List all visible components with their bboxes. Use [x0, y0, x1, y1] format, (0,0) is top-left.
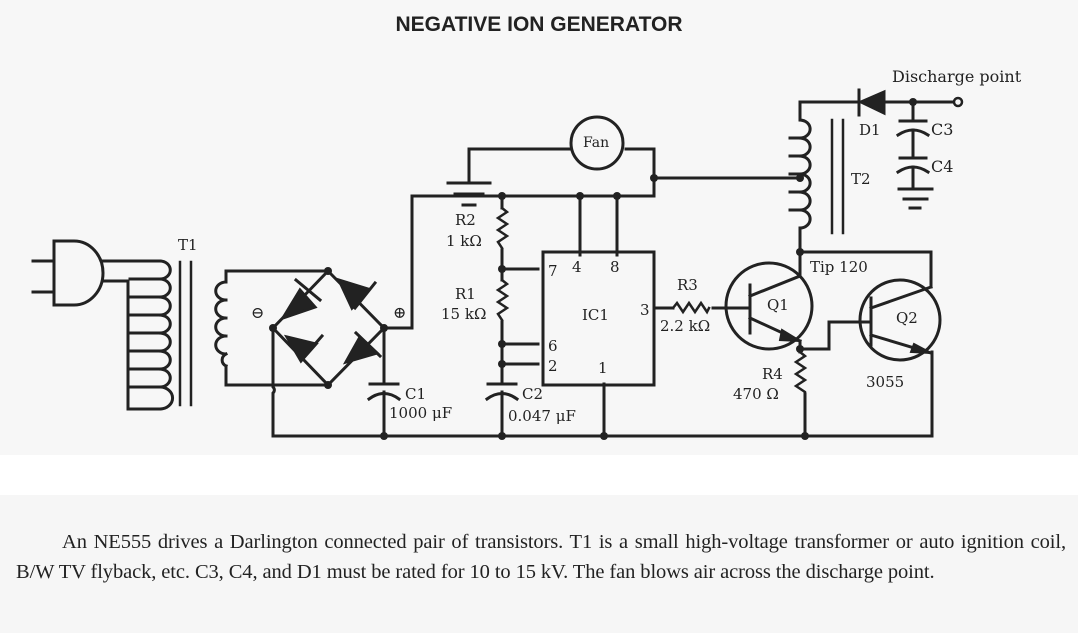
label-pin4: 4: [572, 258, 582, 276]
label-q2: Q2: [896, 309, 918, 327]
label-ic1: IC1: [582, 306, 609, 324]
label-tip120: Tip 120: [810, 258, 868, 276]
label-r1: R1: [455, 285, 476, 303]
schematic: Discharge point D1 C3 C4 T2 Fan R2 1 kΩ …: [31, 67, 1022, 440]
resistor-r4: [793, 350, 808, 398]
transistor-q2: [858, 278, 942, 362]
bridge-rectifier: [270, 268, 387, 388]
caption-text: An NE555 drives a Darlington connected p…: [16, 531, 1066, 583]
caption: An NE555 drives a Darlington connected p…: [16, 527, 1066, 587]
label-pin3: 3: [640, 301, 650, 319]
label-c1-value: 1000 μF: [389, 404, 452, 422]
label-r3-value: 2.2 kΩ: [660, 317, 710, 335]
label-c1: C1: [405, 385, 426, 403]
label-pin2: 2: [548, 357, 558, 375]
ic1-555-timer: [541, 250, 656, 387]
transformer-t1: [101, 259, 330, 411]
label-t1: T1: [178, 236, 198, 254]
label-c2: C2: [522, 385, 543, 403]
label-discharge-point: Discharge point: [892, 67, 1022, 86]
transformer-t2: [788, 118, 845, 235]
resistor-r3: [671, 300, 711, 315]
label-r1-value: 15 kΩ: [441, 305, 486, 323]
diode-d1: [857, 88, 886, 117]
label-r4: R4: [762, 365, 783, 383]
label-fan: Fan: [583, 135, 609, 151]
caption-area: [0, 495, 1078, 633]
label-pin6: 6: [548, 337, 558, 355]
label-d1: D1: [859, 121, 881, 139]
fan-motor: [569, 115, 625, 171]
diagram-title: NEGATIVE ION GENERATOR: [395, 13, 683, 36]
label-c4: C4: [931, 157, 953, 176]
label-c2-value: 0.047 μF: [508, 407, 576, 425]
label-pin1: 1: [598, 359, 608, 377]
junction-dots: [269, 98, 917, 440]
capacitor-c3-c4: [895, 100, 934, 210]
label-q2-part: 3055: [866, 373, 904, 391]
label-minus: ⊖: [251, 303, 264, 322]
ground-symbol-fan: [446, 181, 492, 207]
discharge-terminal: [952, 96, 964, 108]
separator-band: [0, 455, 1078, 495]
capacitor-c2: [484, 382, 520, 402]
capacitor-c1: [366, 382, 402, 402]
label-r2-value: 1 kΩ: [446, 232, 482, 250]
resistor-r1: [495, 278, 510, 322]
label-r3: R3: [677, 276, 698, 294]
label-r4-value: 470 Ω: [733, 385, 779, 403]
transistor-q1: [724, 261, 814, 351]
label-pin8: 8: [610, 258, 620, 276]
label-r2: R2: [455, 211, 476, 229]
resistor-r2: [495, 206, 510, 250]
label-c3: C3: [931, 120, 953, 139]
label-plus: ⊕: [393, 303, 406, 322]
label-q1: Q1: [767, 296, 789, 314]
label-pin7: 7: [548, 262, 558, 280]
ac-plug: [31, 239, 105, 307]
label-t2: T2: [851, 170, 871, 188]
